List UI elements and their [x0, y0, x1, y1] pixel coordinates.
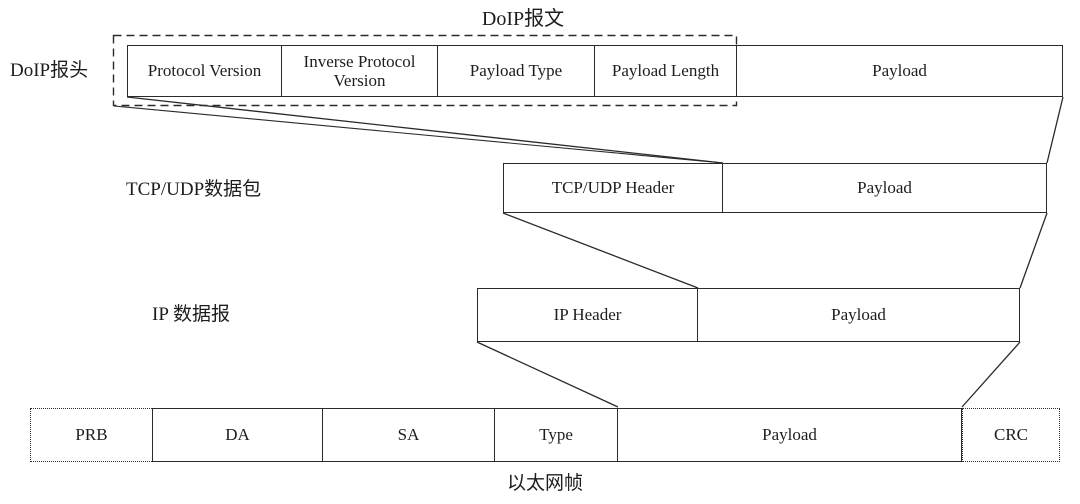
tcp-udp-cell-header: TCP/UDP Header: [503, 163, 723, 213]
doip-cell-inverse-protocol-version: Inverse Protocol Version: [282, 45, 438, 97]
diagram-title: DoIP报文: [481, 8, 565, 30]
ip-datagram-row: IP Header Payload: [477, 288, 1020, 342]
connector-doip-tcp-right: [1046, 96, 1064, 164]
doip-cell-payload-type: Payload Type: [438, 45, 595, 97]
ip-cell-header: IP Header: [477, 288, 698, 342]
ethernet-cell-da: DA: [152, 408, 323, 462]
ethernet-frame-label: 以太网帧: [506, 473, 583, 494]
connector-ip-eth-left: [476, 341, 619, 408]
ethernet-cell-payload: Payload: [618, 408, 962, 462]
doip-cell-payload: Payload: [737, 45, 1063, 97]
doip-header-label: DoIP报头: [10, 60, 89, 81]
ethernet-cell-sa: SA: [323, 408, 495, 462]
ip-cell-payload: Payload: [698, 288, 1020, 342]
ethernet-cell-prb: PRB: [30, 408, 152, 462]
connector-doip-tcp-left-inner: [113, 105, 724, 164]
doip-message-row: Protocol Version Inverse Protocol Versio…: [127, 45, 1063, 97]
ip-datagram-label: IP 数据报: [152, 304, 230, 325]
ethernet-frame-row: DA SA Type Payload: [152, 408, 962, 462]
connector-ip-eth-right: [961, 341, 1021, 408]
ethernet-cell-type: Type: [495, 408, 618, 462]
tcp-udp-packet-label: TCP/UDP数据包: [126, 179, 262, 200]
doip-cell-payload-length: Payload Length: [595, 45, 737, 97]
ethernet-cell-crc: CRC: [962, 408, 1060, 462]
connector-tcp-ip-right: [1019, 212, 1048, 289]
tcp-udp-packet-row: TCP/UDP Header Payload: [503, 163, 1047, 213]
connector-tcp-ip-left: [502, 212, 699, 289]
tcp-udp-cell-payload: Payload: [723, 163, 1047, 213]
connector-doip-tcp-left: [126, 96, 724, 164]
doip-cell-protocol-version: Protocol Version: [127, 45, 282, 97]
